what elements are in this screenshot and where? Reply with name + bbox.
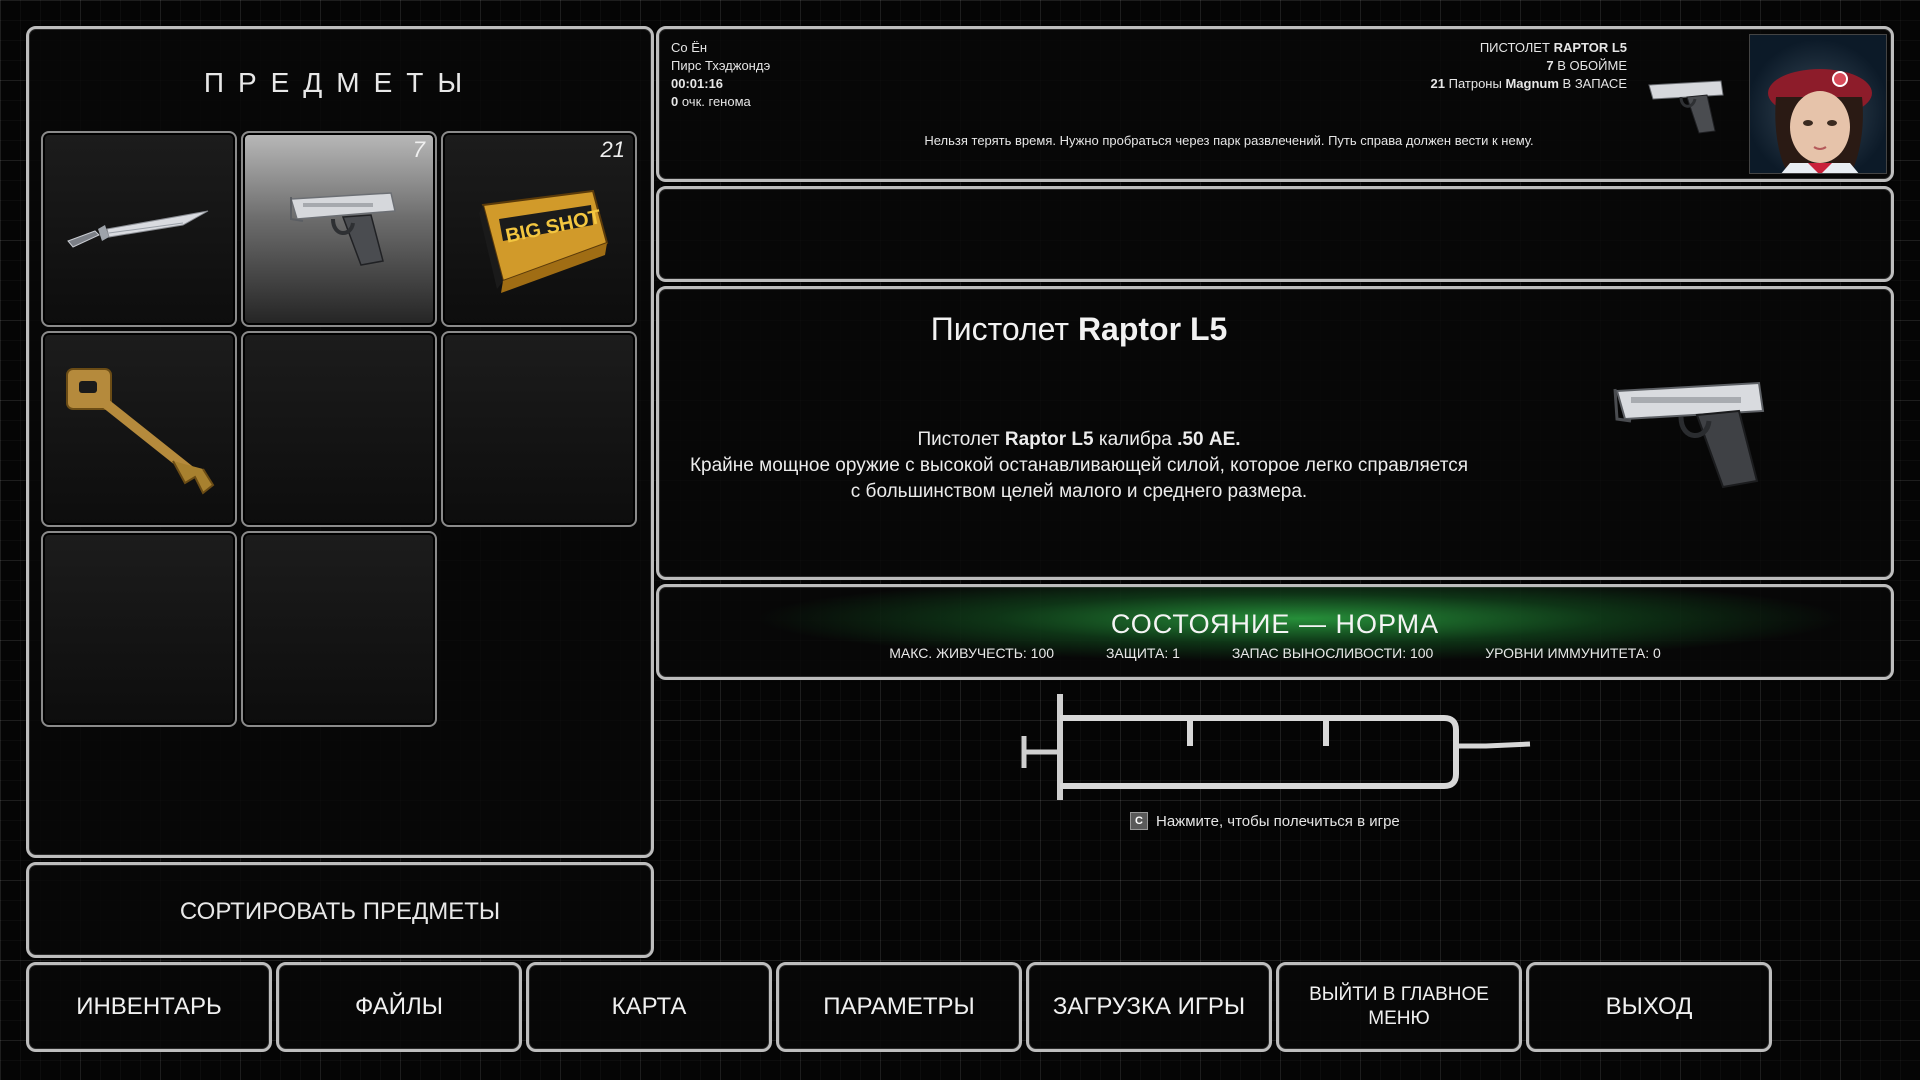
reserve-ammo-type: Патроны <box>1448 76 1502 91</box>
status-header: Со Ён Пирс Тхэджондэ 00:01:16 0 очк. ген… <box>656 26 1894 182</box>
c-key-icon: C <box>1130 812 1148 830</box>
clip-label: В ОБОЙМЕ <box>1557 58 1627 73</box>
item-title-name: Raptor L5 <box>1077 311 1228 347</box>
inventory-slot-ammo[interactable]: 21 BIG SHOT <box>441 131 637 327</box>
equipped-weapon-info: ПИСТОЛЕТ RAPTOR L5 7 В ОБОЙМЕ 21 Патроны… <box>1431 39 1627 93</box>
nav-exit-button[interactable]: ВЫХОД <box>1526 962 1772 1052</box>
desc-line1-name: Raptor L5 <box>1004 429 1094 450</box>
sort-items-button[interactable]: СОРТИРОВАТЬ ПРЕДМЕТЫ <box>26 862 654 958</box>
desc-line2: Крайне мощное оружие с высокой останавли… <box>689 455 1469 476</box>
character-portrait <box>1749 34 1887 174</box>
items-title: ПРЕДМЕТЫ <box>203 67 477 98</box>
stat-defense: ЗАЩИТА: 1 <box>1105 645 1180 661</box>
ammo-box-icon: BIG SHOT <box>479 189 609 293</box>
desc-line1-caliber: .50 AE. <box>1177 429 1241 450</box>
knife-icon <box>67 210 209 248</box>
desc-line1-prefix: Пистолет <box>917 429 1000 450</box>
health-status-panel: СОСТОЯНИЕ — НОРМА МАКС. ЖИВУЧЕСТЬ: 100 З… <box>656 584 1894 680</box>
genome-label: очк. генома <box>681 94 751 109</box>
nav-load-game-button[interactable]: ЗАГРУЗКА ИГРЫ <box>1026 962 1272 1052</box>
stat-max-health: МАКС. ЖИВУЧЕСТЬ: 100 <box>889 645 1055 661</box>
desc-line1-mid: калибра <box>1098 429 1172 450</box>
nav-main-menu-button[interactable]: ВЫЙТИ В ГЛАВНОЕ МЕНЮ <box>1276 962 1522 1052</box>
slot-count: 7 <box>412 137 425 162</box>
character-name: Со Ён <box>671 40 708 55</box>
item-description-panel: Пистолет Raptor L5 Пистолет Raptor L5 ка… <box>656 286 1894 580</box>
status-stats: МАКС. ЖИВУЧЕСТЬ: 100 ЗАЩИТА: 1 ЗАПАС ВЫН… <box>659 645 1891 661</box>
character-info: Со Ён Пирс Тхэджондэ 00:01:16 0 очк. ген… <box>671 39 770 111</box>
inventory-slot-pistol[interactable]: 7 <box>241 131 437 327</box>
inventory-slot-key[interactable] <box>41 331 237 527</box>
reserve-count: 21 <box>1430 76 1445 91</box>
inventory-slot-empty[interactable] <box>441 331 637 527</box>
play-time: 00:01:16 <box>671 76 724 91</box>
status-title: СОСТОЯНИЕ — НОРМА <box>1110 609 1440 639</box>
nav-options-button[interactable]: ПАРАМЕТРЫ <box>776 962 1022 1052</box>
item-description: Пистолет Raptor L5 калибра .50 AE. Крайн… <box>659 427 1499 505</box>
item-title: Пистолет Raptor L5 <box>659 311 1499 348</box>
pistol-icon <box>290 192 396 266</box>
nav-map-button[interactable]: КАРТА <box>526 962 772 1052</box>
location-name: Пирс Тхэджондэ <box>671 58 771 73</box>
stat-stamina: ЗАПАС ВЫНОСЛИВОСТИ: 100 <box>1231 645 1434 661</box>
reserve-ammo-name: Magnum <box>1505 76 1559 91</box>
items-panel: ПРЕДМЕТЫ 7 21 BIG SHOT <box>26 26 654 858</box>
syringe-icon <box>1021 694 1531 800</box>
inventory-slot-empty[interactable] <box>241 331 437 527</box>
empty-info-panel <box>656 186 1894 282</box>
desc-line3: с большинством целей малого и среднего р… <box>850 481 1308 502</box>
sort-items-label: СОРТИРОВАТЬ ПРЕДМЕТЫ <box>179 898 501 925</box>
weapon-prefix: ПИСТОЛЕТ <box>1479 40 1550 55</box>
inventory-slot-empty[interactable] <box>241 531 437 727</box>
stat-immunity: УРОВНИ ИММУНИТЕТА: 0 <box>1485 645 1661 661</box>
reserve-label: В ЗАПАСЕ <box>1562 76 1627 91</box>
inventory-slot-knife[interactable] <box>41 131 237 327</box>
status-glow <box>659 587 1891 677</box>
item-pistol-icon <box>1613 381 1765 489</box>
genome-value: 0 <box>671 94 679 109</box>
avatar <box>1768 69 1872 173</box>
nav-files-button[interactable]: ФАЙЛЫ <box>276 962 522 1052</box>
slot-count: 21 <box>600 137 625 162</box>
equipped-pistol-icon <box>1648 80 1724 134</box>
objective-hint: Нельзя терять время. Нужно пробраться че… <box>924 133 1534 148</box>
inventory-slot-empty[interactable] <box>41 531 237 727</box>
item-title-prefix: Пистолет <box>930 311 1070 347</box>
genome-points: 0 очк. генома <box>671 93 770 111</box>
heal-hint-text: Нажмите, чтобы полечиться в игре <box>1156 812 1400 830</box>
heal-hint: C Нажмите, чтобы полечиться в игре <box>1130 812 1400 830</box>
key-icon <box>66 368 215 495</box>
weapon-name: RAPTOR L5 <box>1553 40 1627 55</box>
nav-inventory-button[interactable]: ИНВЕНТАРЬ <box>26 962 272 1052</box>
clip-count: 7 <box>1546 58 1554 73</box>
